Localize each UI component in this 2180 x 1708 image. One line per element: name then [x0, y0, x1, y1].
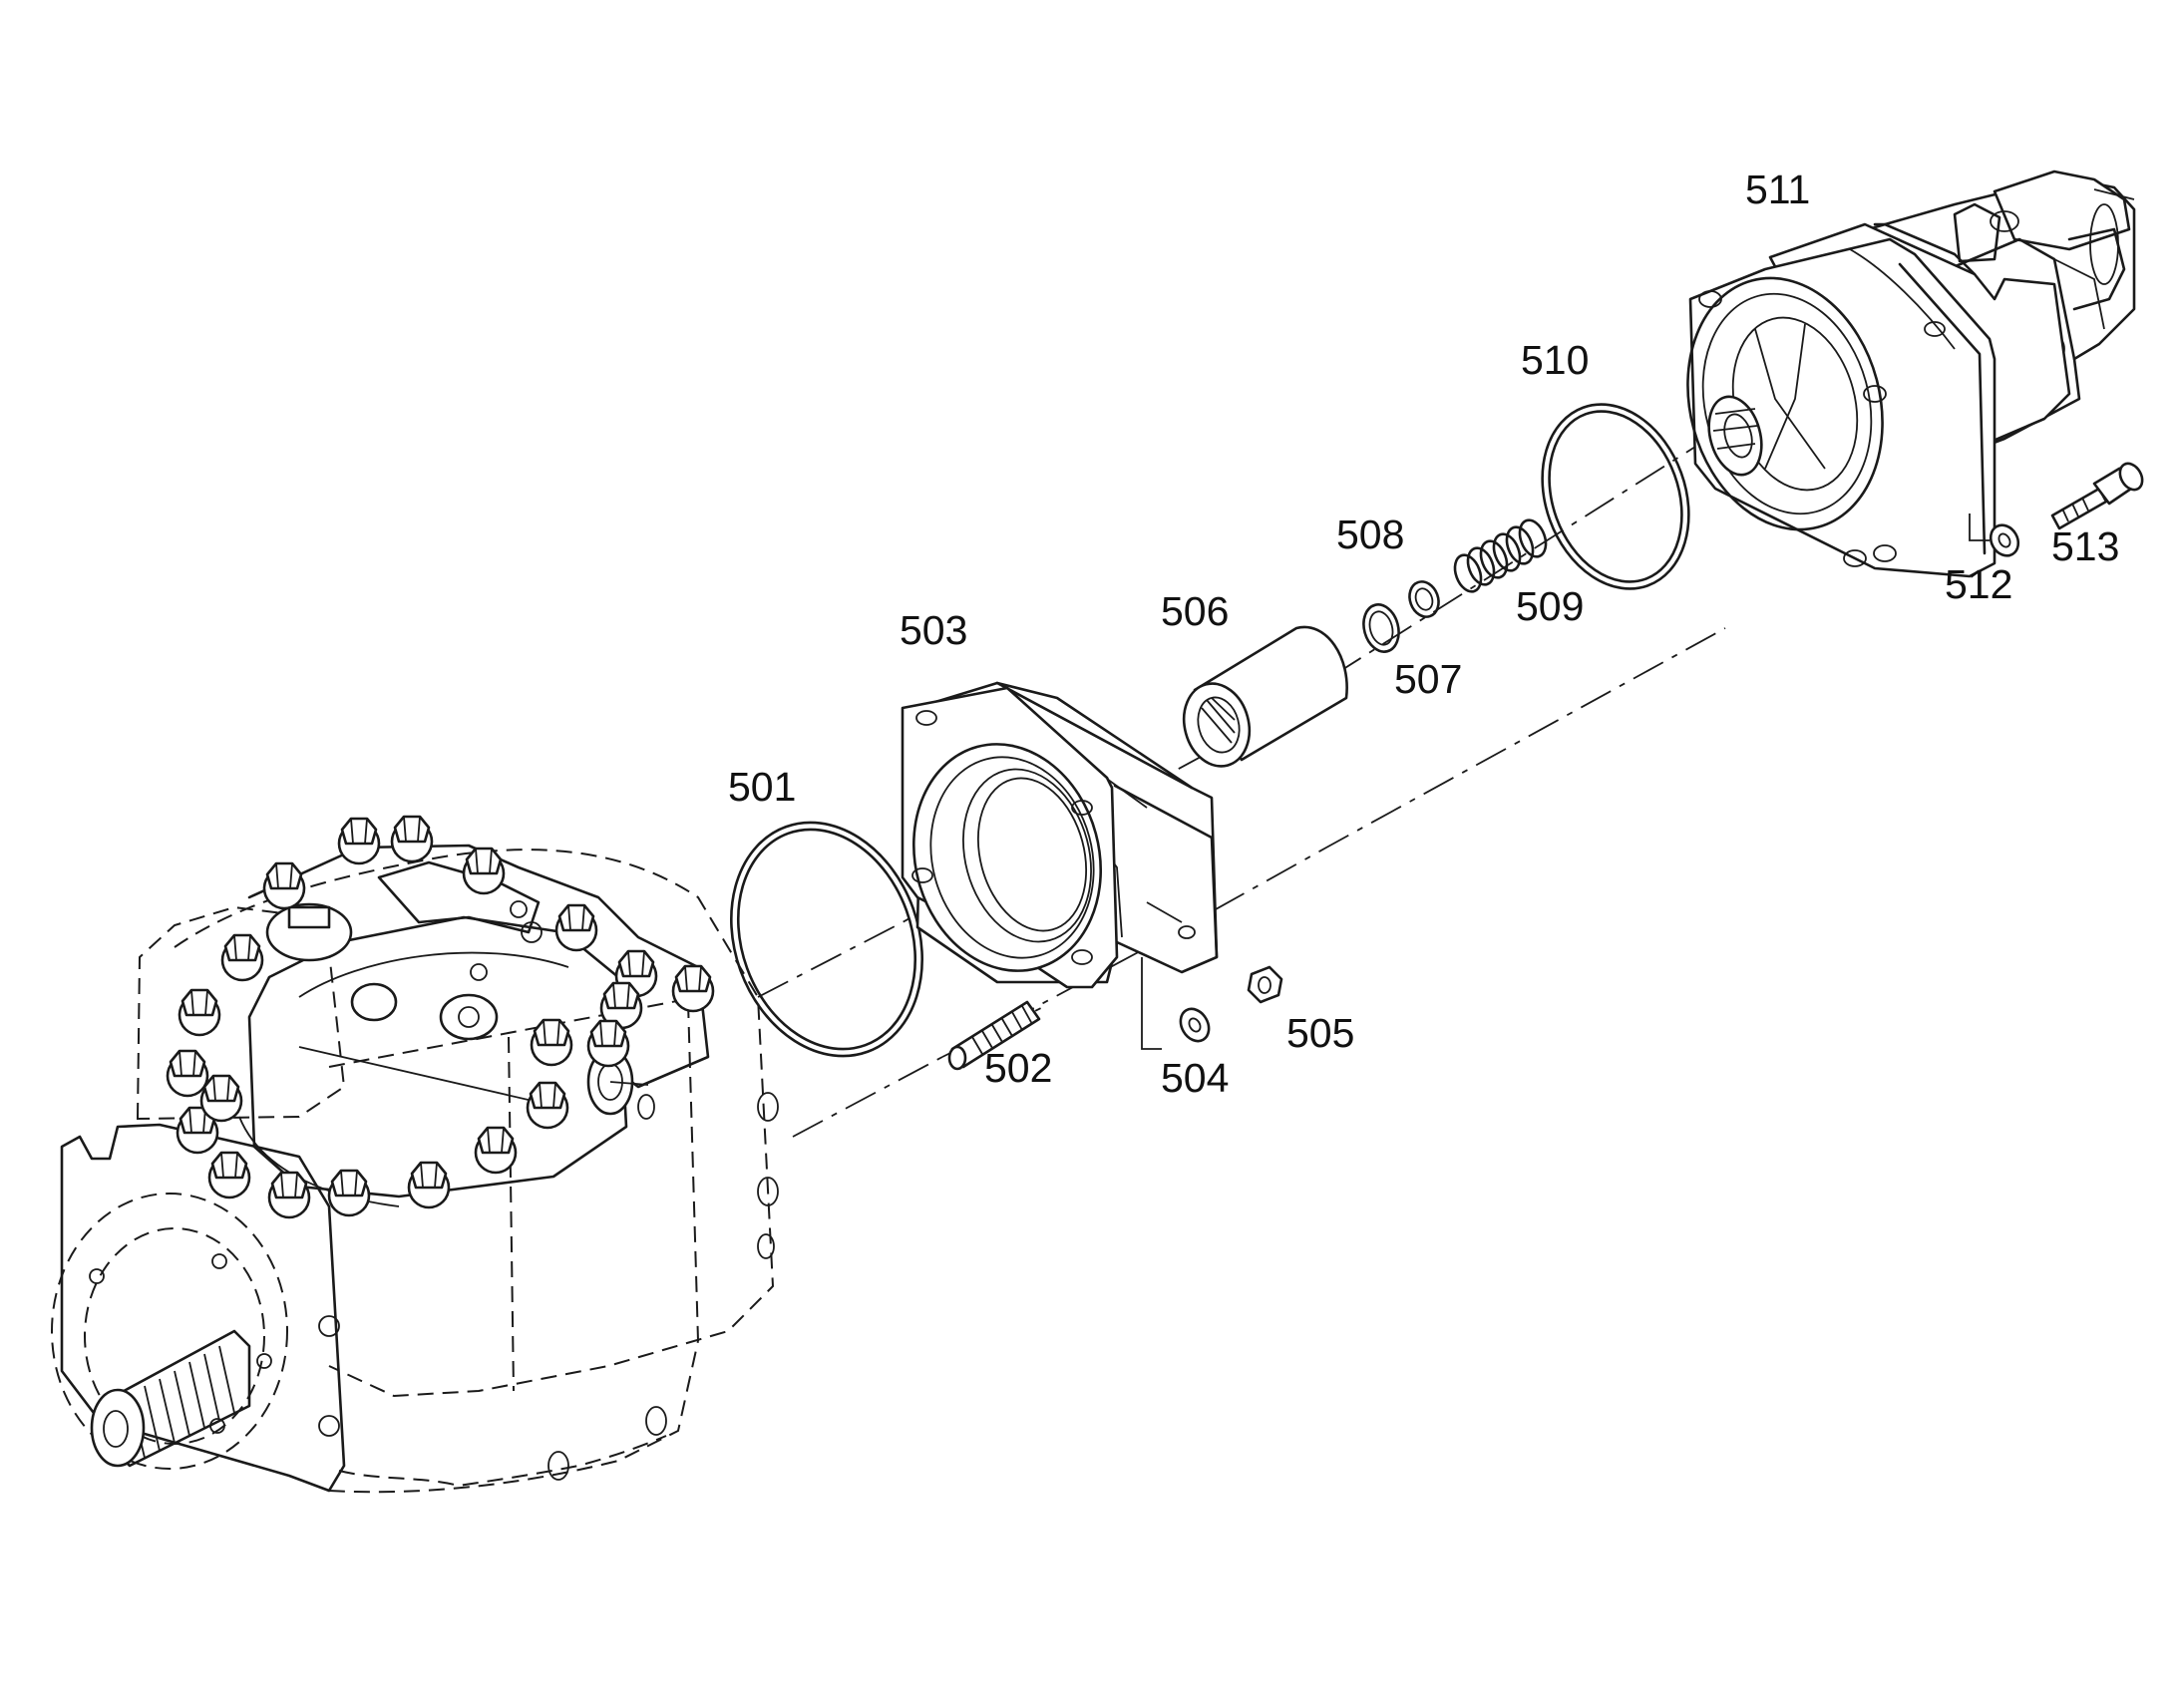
- washer-512: [1989, 523, 2020, 557]
- leader-512: [1969, 513, 1990, 541]
- o-ring-501: [730, 821, 923, 1058]
- label-510: 510: [1521, 337, 1589, 383]
- leader-504: [1141, 957, 1162, 1050]
- label-512: 512: [1945, 561, 2012, 607]
- label-501: 501: [728, 764, 796, 810]
- label-513: 513: [2051, 523, 2119, 569]
- nut-505: [1247, 965, 1283, 1004]
- o-ring-510: [1541, 403, 1690, 590]
- label-505: 505: [1286, 1010, 1354, 1056]
- coupling-sleeve-506: [1182, 625, 1348, 768]
- spring-509: [1453, 518, 1548, 593]
- label-507: 507: [1394, 656, 1462, 702]
- label-509: 509: [1516, 583, 1584, 629]
- label-511: 511: [1745, 167, 1810, 212]
- label-504: 504: [1161, 1055, 1229, 1101]
- stud-502: [947, 1000, 1041, 1071]
- snap-ring-507: [1362, 603, 1400, 653]
- washer-508: [1408, 580, 1440, 618]
- pump-housing: [51, 815, 779, 1494]
- washer-504: [1179, 1007, 1211, 1043]
- label-502: 502: [984, 1045, 1052, 1091]
- label-506: 506: [1161, 588, 1229, 634]
- gear-pump-511: [1686, 170, 2136, 578]
- label-508: 508: [1336, 512, 1404, 557]
- bolt-513: [2050, 462, 2144, 530]
- label-503: 503: [900, 607, 967, 653]
- adapter-flange-503: [901, 681, 1219, 989]
